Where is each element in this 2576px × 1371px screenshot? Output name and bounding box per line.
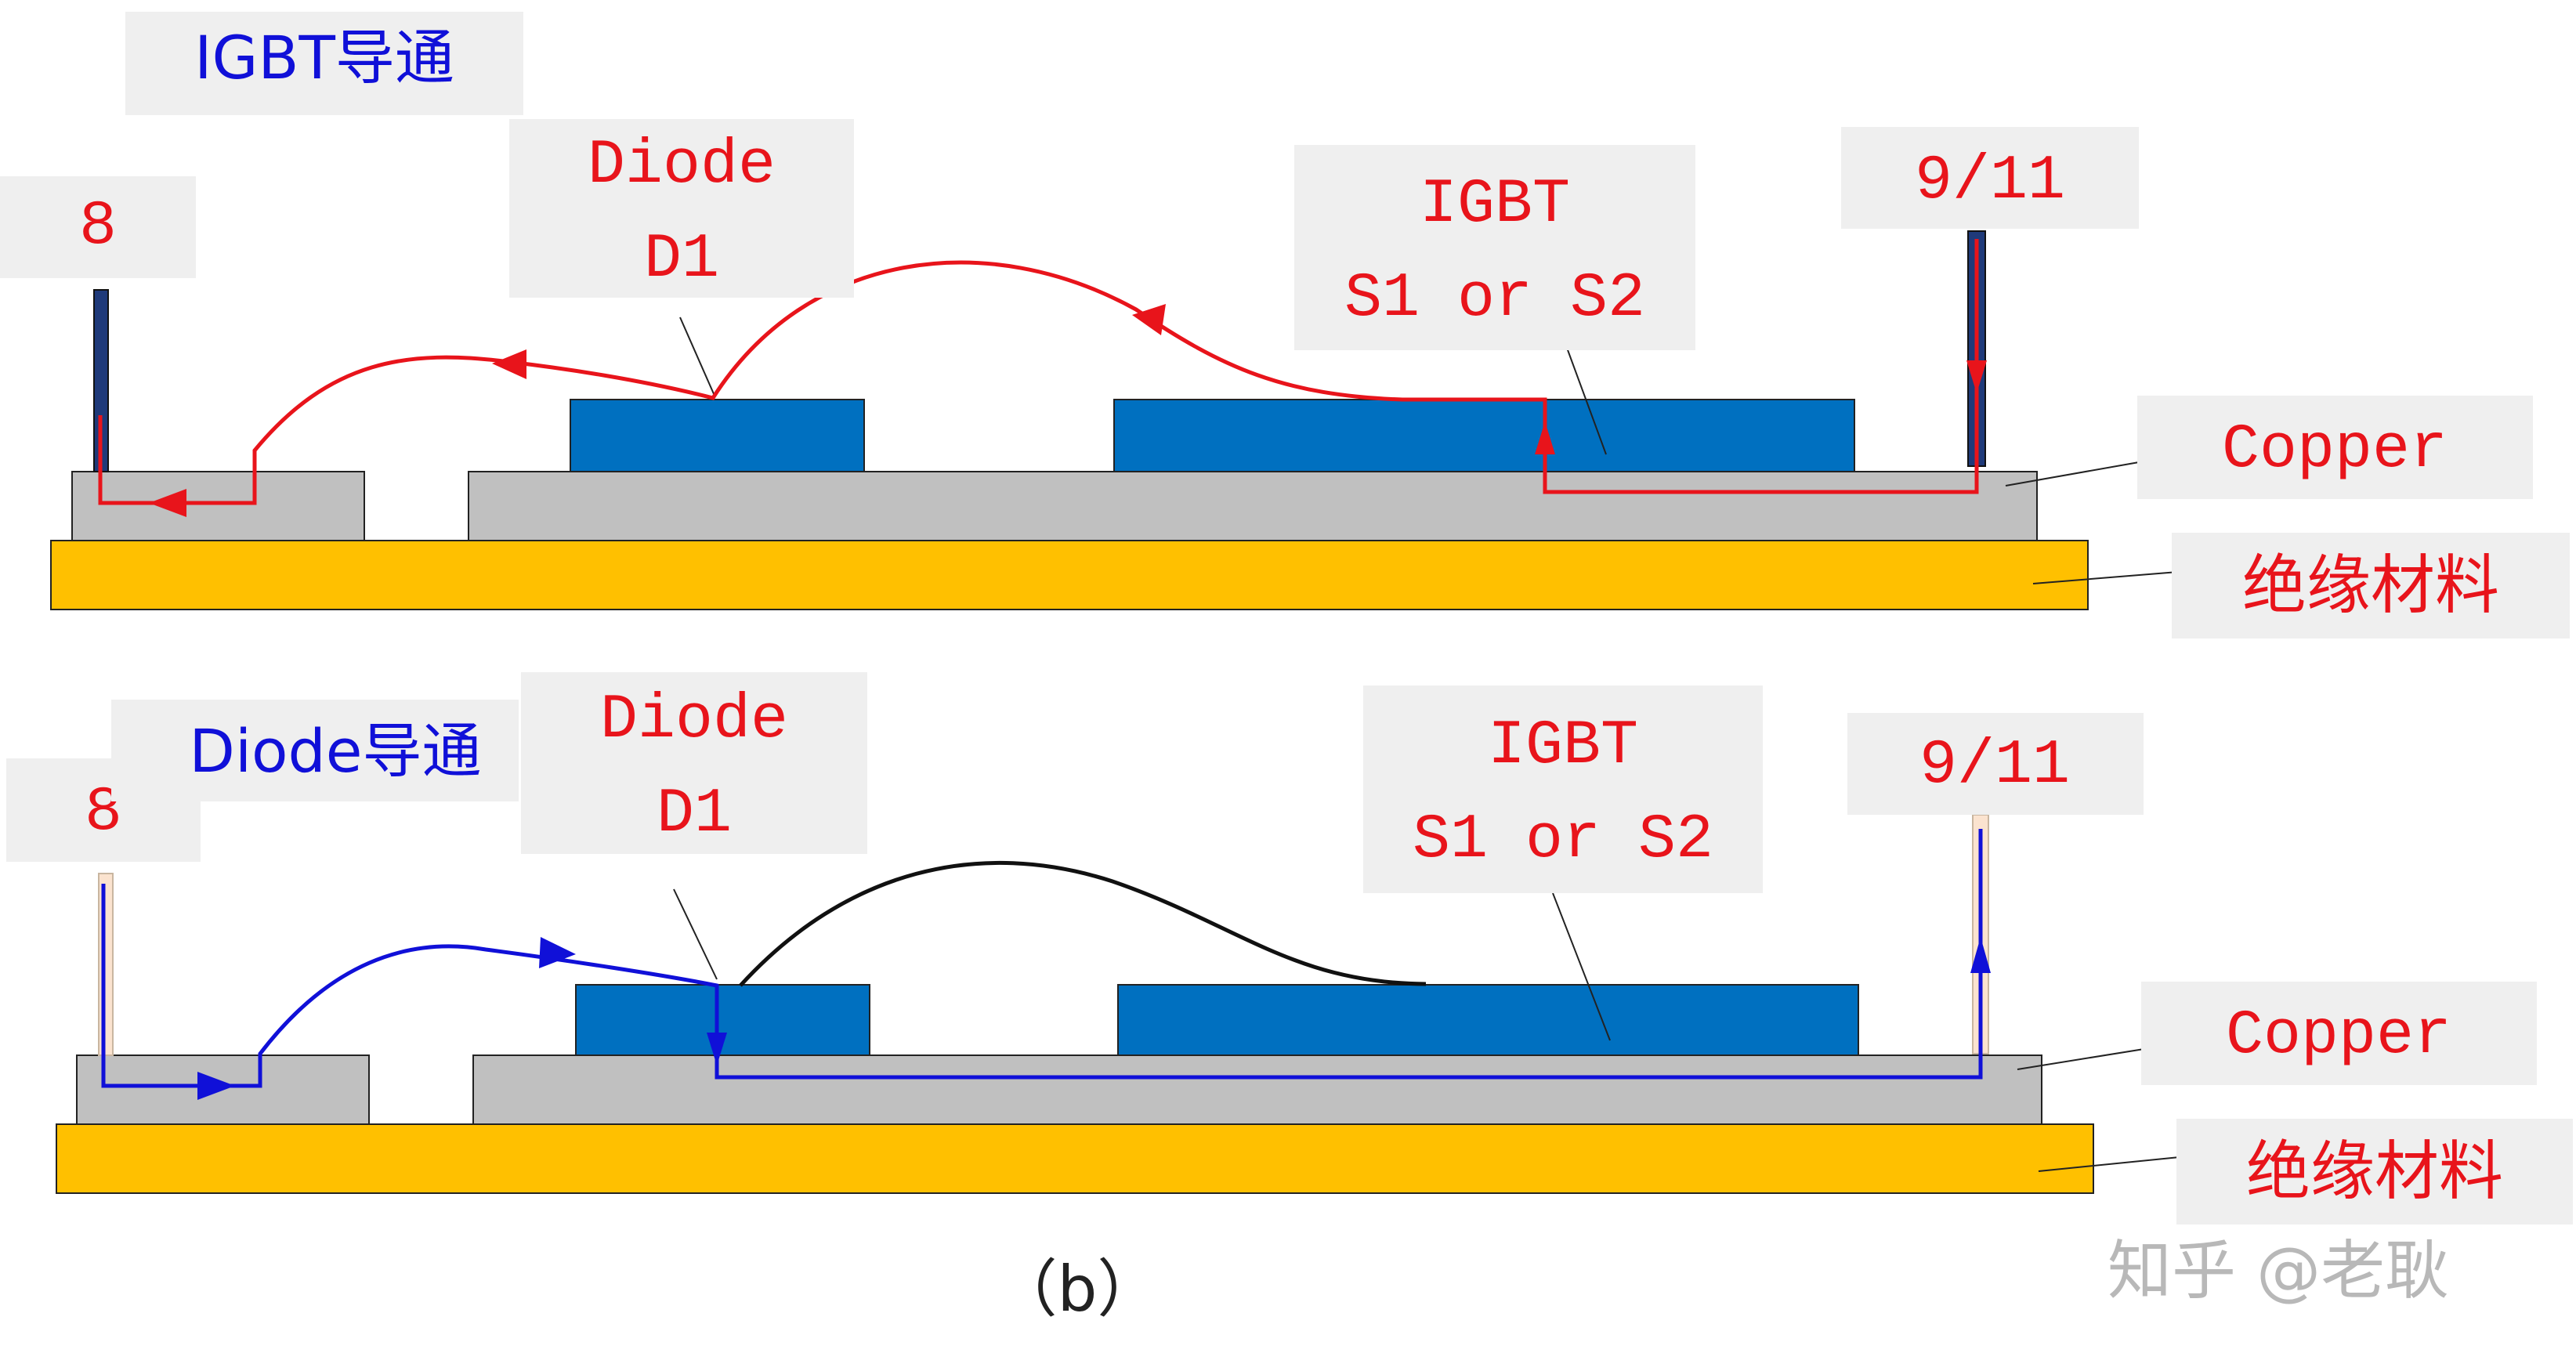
- top-arrow-left-pad: [149, 489, 186, 517]
- figure-caption: （b）: [995, 1253, 1160, 1326]
- bottom-igbt-label-line2: S1 or S2: [1413, 805, 1713, 876]
- bottom-arrow-down: [707, 1033, 727, 1065]
- top-igbt-chip: [1113, 399, 1855, 472]
- top-terminal-right-label: 9/11: [1915, 146, 2065, 217]
- bottom-igbt-bondwire: [739, 860, 1427, 987]
- bottom-insulator-layer: [56, 1123, 2094, 1194]
- top-copper-main: [468, 471, 2038, 541]
- bottom-mode-label: Diode导通: [189, 716, 481, 786]
- top-terminal-left-label: 8: [79, 191, 117, 262]
- bottom-terminal-left: [98, 873, 114, 1056]
- bottom-igbt-label-line1: IGBT: [1488, 711, 1638, 782]
- bottom-igbt-chip: [1117, 984, 1859, 1056]
- top-arrow-left-diode: [492, 349, 526, 379]
- top-igbt-label-line2: S1 or S2: [1344, 263, 1645, 335]
- top-current-path: [98, 239, 1979, 505]
- watermark: 知乎 @老耿: [2107, 1234, 2449, 1308]
- top-diode-label-line1: Diode: [588, 130, 776, 201]
- top-igbt-label-line1: IGBT: [1420, 169, 1570, 241]
- top-copper-label: Copper: [2222, 414, 2448, 486]
- top-arrow-up: [1535, 421, 1555, 454]
- bottom-arrow-right-wire: [539, 937, 576, 968]
- bottom-diode-label-line2: D1: [657, 779, 732, 850]
- bottom-terminal-right-label: 9/11: [1919, 730, 2070, 801]
- top-insulator-label: 绝缘材料: [2242, 548, 2499, 623]
- bottom-copper-main: [472, 1054, 2042, 1125]
- top-arrow-down: [1966, 360, 1987, 393]
- top-arrow-left-wire: [1132, 304, 1166, 335]
- top-panel: IGBT导通 8 Diode D1 IGBT S1 or S2 9/11 Cop…: [0, 12, 2570, 638]
- bottom-copper-label: Copper: [2226, 1000, 2451, 1072]
- top-insulator-layer: [50, 540, 2089, 610]
- bottom-arrow-right-pad: [197, 1072, 235, 1100]
- top-mode-label: IGBT导通: [194, 23, 454, 92]
- top-diode-label-line2: D1: [644, 224, 719, 295]
- bottom-current-path: [101, 829, 1983, 1088]
- bottom-diode-label-line1: Diode: [600, 685, 788, 756]
- top-diode-chip: [570, 399, 865, 472]
- bottom-insulator-label: 绝缘材料: [2246, 1134, 2503, 1209]
- top-copper-left: [71, 471, 365, 541]
- bottom-panel: 8 Diode导通 Diode D1 IGBT S1 or S2 9/11 Co…: [6, 672, 2573, 1224]
- bottom-arrow-up: [1970, 937, 1991, 973]
